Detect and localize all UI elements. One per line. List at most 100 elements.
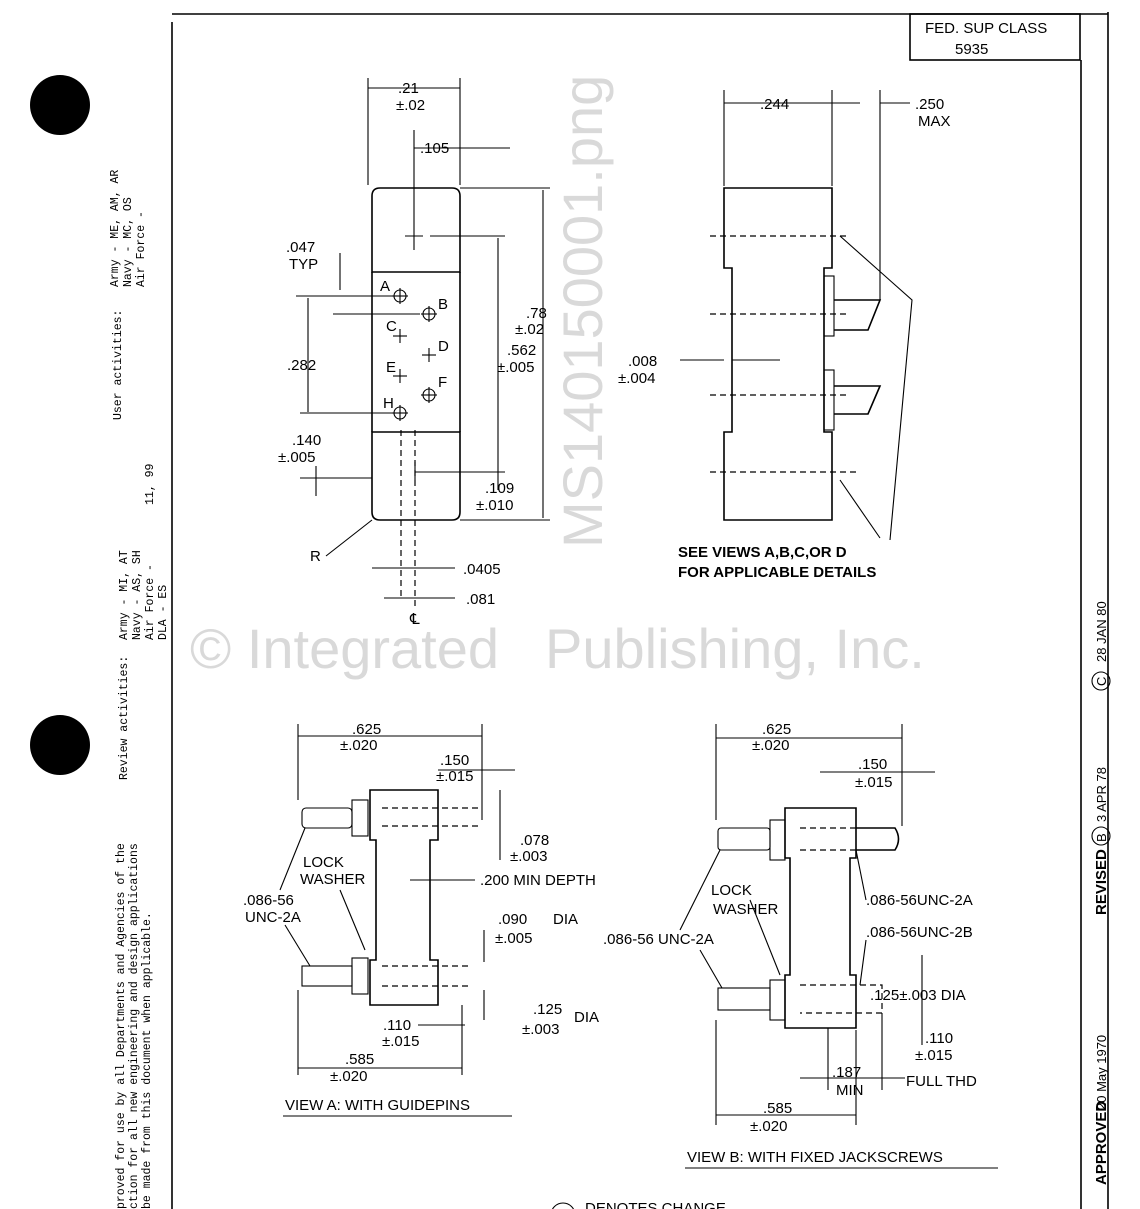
change-marker-icon	[551, 1202, 575, 1209]
dimension-label: A	[380, 278, 390, 295]
dimension-label: .110	[925, 1030, 953, 1047]
dimension-label: .562	[507, 342, 536, 359]
dimension-label: .282	[287, 357, 316, 374]
review-numbers: 11, 99	[144, 463, 157, 505]
view-a-title: VIEW A: WITH GUIDEPINS	[285, 1097, 470, 1114]
dimension-label: .585	[763, 1100, 792, 1117]
fed-sup-class-value: 5935	[955, 41, 988, 58]
fed-sup-class-label: FED. SUP CLASS	[925, 20, 1047, 37]
dimension-label: ±.02	[396, 97, 425, 114]
dimension-label: F	[438, 374, 447, 391]
dimension-label: ±.005	[497, 359, 534, 376]
revision-c-badge: C	[1094, 677, 1109, 686]
dimension-label: Publishing, Inc.	[545, 617, 925, 680]
dimension-label: .625	[762, 721, 791, 738]
dimension-label: WASHER	[713, 901, 778, 918]
dimension-label: .150	[858, 756, 887, 773]
left-margin-text: User activities: Army - ME, AM, AR Navy …	[109, 170, 170, 1209]
dimension-label: ±.015	[855, 774, 892, 791]
dimension-label: ±.015	[436, 768, 473, 785]
view-b-title: VIEW B: WITH FIXED JACKSCREWS	[687, 1149, 943, 1166]
dimension-label: ±.020	[340, 737, 377, 754]
dimension-label: FULL THD	[906, 1073, 977, 1090]
dimension-label: © Integrated	[190, 617, 499, 680]
dimension-label: SEE VIEWS A,B,C,OR D	[678, 544, 847, 561]
dimension-label: .090	[498, 911, 527, 928]
review-airforce: Air Force -	[144, 564, 157, 640]
review-dla: DLA - ES	[157, 585, 170, 640]
dimension-label: MAX	[918, 113, 951, 130]
dimension-label: .21	[398, 80, 419, 97]
dimension-label: .244	[760, 96, 789, 113]
dimension-label: UNC-2A	[245, 909, 301, 926]
dimension-label: H	[383, 395, 394, 412]
dimension-label: LOCK	[303, 854, 344, 871]
dimension-label: .078	[520, 832, 549, 849]
denotes-change-note: DENOTES CHANGE	[585, 1200, 726, 1209]
revision-b-badge: B	[1094, 833, 1109, 842]
user-airforce: Air Force -	[135, 211, 148, 287]
dimension-label: ±.004	[618, 370, 655, 387]
dimension-label: .086-56UNC-2A	[866, 892, 973, 909]
dimension-label: DIA	[574, 1009, 599, 1026]
user-navy: Navy - MC, OS	[122, 197, 135, 287]
review-army: Army - MI, AT	[118, 550, 131, 640]
right-margin-text: APPROVED 20 May 1970 REVISED B 3 APR 78 …	[1091, 601, 1111, 1185]
revised-label: REVISED	[1093, 849, 1110, 915]
dimension-label: TYP	[289, 256, 318, 273]
dimension-label: .625	[352, 721, 381, 738]
dimension-label: .110	[383, 1017, 411, 1034]
dimension-label: .086-56UNC-2B	[866, 924, 973, 941]
dimension-label: MIN	[836, 1082, 864, 1099]
dimension-label: .081	[466, 591, 495, 608]
dimension-label: ±.005	[495, 930, 532, 947]
top-left-view: .21 ±.02 .105 .78 ±.02 .562 ±.005 .109 ±…	[278, 78, 550, 628]
review-navy: Navy - AS, SH	[131, 550, 144, 640]
dimension-label: R	[310, 548, 321, 565]
dimension-label: ±.010	[476, 497, 513, 514]
view-a: .625 ±.020 .150 ±.015 .078 ±.003 LOCK WA…	[243, 721, 599, 1117]
dimension-label: WASHER	[300, 871, 365, 888]
approval-line-2: ction for all new engineering and design…	[128, 843, 141, 1209]
pin-points: A B C D E F H	[380, 278, 449, 421]
dimension-label: FOR APPLICABLE DETAILS	[678, 564, 876, 581]
dimension-label: .125	[533, 1001, 562, 1018]
dimension-label: D	[438, 338, 449, 355]
dimension-label: .008	[628, 353, 657, 370]
dimension-label: .047	[286, 239, 315, 256]
dimension-label: .0405	[463, 561, 501, 578]
dimension-label: .187	[832, 1064, 861, 1081]
dimension-label: .250	[915, 96, 944, 113]
view-b: .625 ±.020 .150 ±.015 LOCK WASHER .086-5…	[603, 721, 998, 1169]
dimension-label: .109	[485, 480, 514, 497]
dimension-label: .78	[526, 305, 547, 322]
review-activities-label: Review activities:	[118, 656, 131, 780]
dimension-label: ℄	[409, 611, 420, 628]
dimension-label: ±.003	[522, 1021, 559, 1038]
dimension-label: .105	[420, 140, 449, 157]
dimension-label: .200 MIN DEPTH	[480, 872, 596, 889]
dimension-label: ±.020	[752, 737, 789, 754]
dimension-label: .086-56	[243, 892, 294, 909]
revision-c-date: 28 JAN 80	[1094, 601, 1109, 662]
dimension-label: LOCK	[711, 882, 752, 899]
approved-label: APPROVED	[1093, 1101, 1110, 1185]
watermark: © Integrated Publishing, Inc. MS14015000…	[190, 75, 925, 680]
user-activities-label: User activities:	[112, 310, 125, 420]
dimension-label: ±.003	[510, 848, 547, 865]
dimension-label: ±.005	[278, 449, 315, 466]
dimension-label: .125±.003 DIA	[870, 987, 966, 1004]
dimension-label: ±.02	[515, 321, 544, 338]
punch-hole-icon	[30, 75, 90, 135]
top-right-view: .244 .250 MAX .008 ±.004 SEE VIEWS A,B,C…	[618, 90, 951, 581]
dimension-label: B	[438, 296, 448, 313]
dimension-label: DIA	[553, 911, 578, 928]
dimension-label: C	[386, 318, 397, 335]
sheet-border	[171, 12, 1109, 1209]
dimension-label: .140	[292, 432, 321, 449]
dimension-label: MS140150001.png	[551, 75, 614, 548]
punch-hole-icon	[30, 715, 90, 775]
dimension-label: ±.015	[915, 1047, 952, 1064]
dimension-label: .585	[345, 1051, 374, 1068]
dimension-label: ±.020	[330, 1068, 367, 1085]
